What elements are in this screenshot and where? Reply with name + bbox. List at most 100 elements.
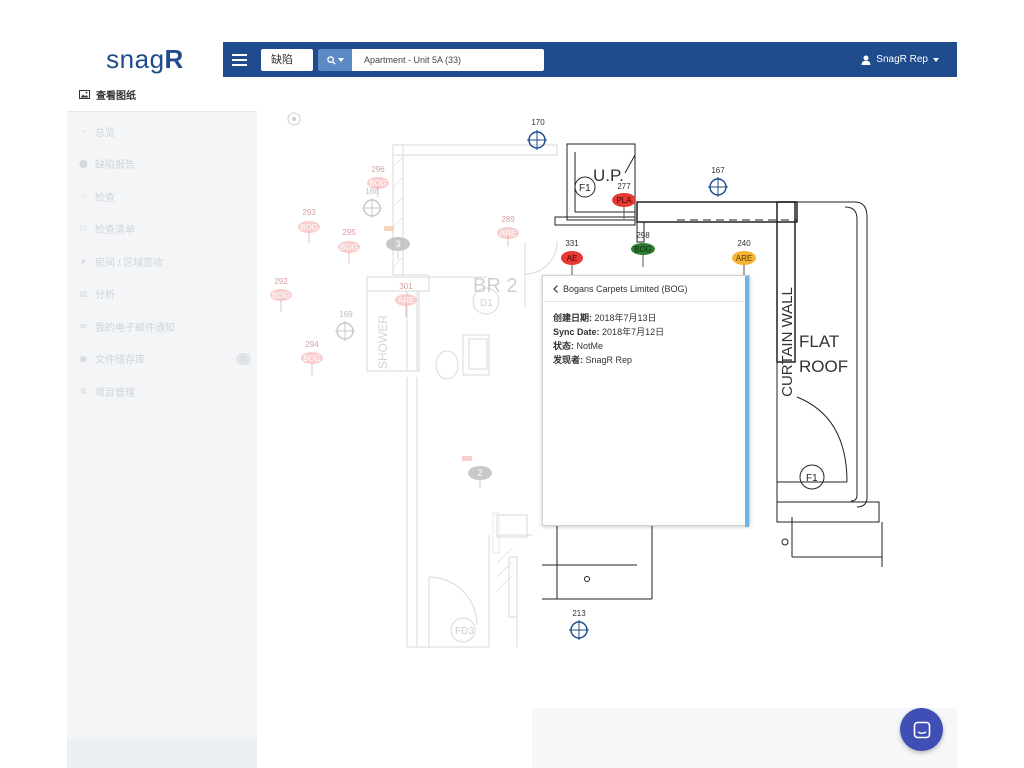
pin-292[interactable]: 292 BOG bbox=[270, 277, 292, 312]
chevron-left-icon[interactable] bbox=[553, 284, 558, 293]
svg-text:301: 301 bbox=[399, 282, 413, 291]
caret-down-icon bbox=[337, 58, 344, 62]
search-button[interactable] bbox=[318, 49, 352, 71]
svg-text:2: 2 bbox=[477, 468, 482, 478]
sidebar-item-email-notifications[interactable]: ✉ 我的电子邮件通知 bbox=[67, 310, 257, 343]
floor-plan-active-walls bbox=[542, 143, 883, 600]
pin-298[interactable]: 298 BOG bbox=[631, 231, 655, 267]
svg-text:169: 169 bbox=[339, 310, 353, 319]
svg-text:166: 166 bbox=[365, 187, 379, 196]
chat-launcher-button[interactable] bbox=[900, 708, 943, 751]
hamburger-menu-icon[interactable] bbox=[223, 42, 255, 77]
popup-scrollbar[interactable] bbox=[745, 276, 749, 527]
room-label-f1-top: F1 bbox=[579, 183, 591, 194]
sidebar-item-file-repository[interactable]: ▣文件储存库新 bbox=[67, 343, 257, 376]
pin-240[interactable]: 240 ARE bbox=[732, 239, 756, 277]
checklist-icon: ☑ bbox=[79, 224, 88, 234]
sidebar: 查看图纸 ◔总览 ⬤缺陷报告 ○检查 ☑检查清单 ➤房间 / 区域签收 ▥分析 … bbox=[67, 77, 257, 739]
sidebar-item-view-drawings[interactable]: 查看图纸 bbox=[67, 77, 257, 112]
svg-text:BOG: BOG bbox=[272, 291, 290, 300]
top-navigation-bar: 缺陷 SnagR Rep bbox=[223, 42, 957, 77]
pin-331[interactable]: 331 AE bbox=[561, 239, 583, 277]
pin-293[interactable]: 293 BOG bbox=[298, 208, 320, 243]
map-marker-icon: ⬤ bbox=[79, 159, 88, 169]
pin-277[interactable]: 277 PLA bbox=[612, 182, 636, 219]
room-label-flat: FLAT bbox=[799, 332, 839, 351]
sidebar-item-label: 文件储存库 bbox=[95, 355, 145, 367]
pin-296[interactable]: 296 BOG bbox=[367, 165, 389, 197]
chat-icon bbox=[913, 721, 930, 738]
room-label-br2: BR 2 bbox=[473, 275, 517, 297]
sidebar-item-label: 检查清单 bbox=[95, 225, 135, 237]
svg-text:298: 298 bbox=[636, 231, 650, 240]
svg-text:289: 289 bbox=[501, 215, 515, 224]
svg-text:277: 277 bbox=[617, 182, 631, 191]
svg-text:ARE: ARE bbox=[398, 296, 414, 305]
svg-text:167: 167 bbox=[711, 166, 725, 175]
pin-cluster-3[interactable]: 3 bbox=[384, 226, 410, 259]
finder-row: 发现者: SnagR Rep bbox=[553, 355, 633, 365]
dashboard-icon: ◔ bbox=[81, 126, 86, 136]
svg-text:AE: AE bbox=[567, 254, 578, 263]
pin-289[interactable]: 289 ARE bbox=[497, 215, 519, 247]
sidebar-item-room-signoff[interactable]: ➤房间 / 区域签收 bbox=[67, 245, 257, 278]
item-type-select[interactable]: 缺陷 bbox=[261, 49, 313, 71]
sync-date-row: Sync Date: 2018年7月12日 bbox=[553, 327, 665, 337]
sidebar-item-checklist[interactable]: ☑ 检查清单 bbox=[67, 213, 257, 246]
snagr-logo[interactable]: snagR bbox=[106, 44, 184, 75]
app-window: snagR 缺陷 SnagR Rep 查看图纸 ◔总览 ⬤缺陷报告 ○ 检查 ☑ 检… bbox=[67, 42, 957, 768]
popup-header[interactable]: Bogans Carpets Limited (BOG) bbox=[543, 276, 749, 302]
sidebar-item-inspection[interactable]: ○ 检查 bbox=[67, 180, 257, 213]
svg-text:331: 331 bbox=[565, 239, 579, 248]
pin-169[interactable]: 169 bbox=[335, 310, 355, 341]
sidebar-item-label: 项目管理 bbox=[95, 387, 135, 399]
room-label-up: U.P. bbox=[593, 166, 624, 185]
svg-text:213: 213 bbox=[572, 609, 586, 618]
floor-plan-hatching bbox=[392, 156, 514, 592]
user-menu[interactable]: SnagR Rep bbox=[861, 42, 939, 77]
user-name: SnagR Rep bbox=[876, 54, 928, 65]
logo-area: snagR bbox=[67, 42, 223, 77]
svg-text:296: 296 bbox=[371, 165, 385, 174]
popup-body: 创建日期: 2018年7月13日 Sync Date: 2018年7月12日 状… bbox=[543, 302, 749, 376]
sidebar-item-defect-report[interactable]: ⬤缺陷报告 bbox=[67, 148, 257, 181]
envelope-icon: ✉ bbox=[80, 321, 87, 331]
svg-text:240: 240 bbox=[737, 239, 751, 248]
snag-detail-popup: Bogans Carpets Limited (BOG) 创建日期: 2018年… bbox=[542, 275, 750, 527]
pin-167[interactable]: 167 bbox=[708, 166, 728, 197]
svg-text:BOG: BOG bbox=[300, 223, 318, 232]
pin-213[interactable]: 213 bbox=[569, 609, 589, 640]
sidebar-item-analysis[interactable]: ▥ 分析 bbox=[67, 278, 257, 311]
room-label-f1-right: F1 bbox=[806, 473, 818, 484]
pin-cluster-2[interactable]: 2 bbox=[462, 456, 492, 488]
bar-chart-icon: ▥ bbox=[79, 289, 88, 299]
svg-text:ARE: ARE bbox=[500, 229, 516, 238]
sidebar-item-label: 我的电子邮件通知 bbox=[95, 322, 175, 334]
logo-r: R bbox=[164, 44, 184, 74]
sidebar-item-label: 分析 bbox=[95, 290, 115, 302]
location-arrow-icon: ➤ bbox=[80, 256, 87, 266]
popup-title: Bogans Carpets Limited (BOG) bbox=[563, 283, 688, 294]
svg-text:295: 295 bbox=[342, 228, 356, 237]
pin-295[interactable]: 295 BOG bbox=[338, 228, 360, 264]
pin-294[interactable]: 294 BOG bbox=[301, 340, 323, 375]
sidebar-item-project-management[interactable]: ✲项目管理 bbox=[67, 375, 257, 408]
svg-text:PLA: PLA bbox=[616, 196, 632, 205]
sidebar-item-label: 查看图纸 bbox=[96, 90, 136, 102]
svg-text:BOG: BOG bbox=[369, 179, 387, 188]
search-icon bbox=[326, 55, 336, 65]
room-label-curtain-wall: CURTAIN WALL bbox=[779, 287, 796, 397]
svg-text:BOG: BOG bbox=[340, 243, 358, 252]
pin-166[interactable]: 166 bbox=[362, 187, 382, 218]
logo-text: snag bbox=[106, 44, 165, 74]
pin-170[interactable]: 170 bbox=[527, 118, 547, 150]
sidebar-item-dashboard[interactable]: ◔总览 bbox=[67, 115, 257, 148]
pin-301[interactable]: 301 ARE bbox=[395, 282, 417, 317]
user-icon bbox=[861, 55, 871, 65]
svg-text:292: 292 bbox=[274, 277, 288, 286]
sidebar-item-label: 检查 bbox=[95, 192, 115, 204]
svg-text:BOG: BOG bbox=[303, 354, 321, 363]
project-search-input[interactable] bbox=[352, 49, 544, 71]
svg-text:BOG: BOG bbox=[634, 245, 652, 254]
search-icon: ○ bbox=[81, 191, 86, 201]
